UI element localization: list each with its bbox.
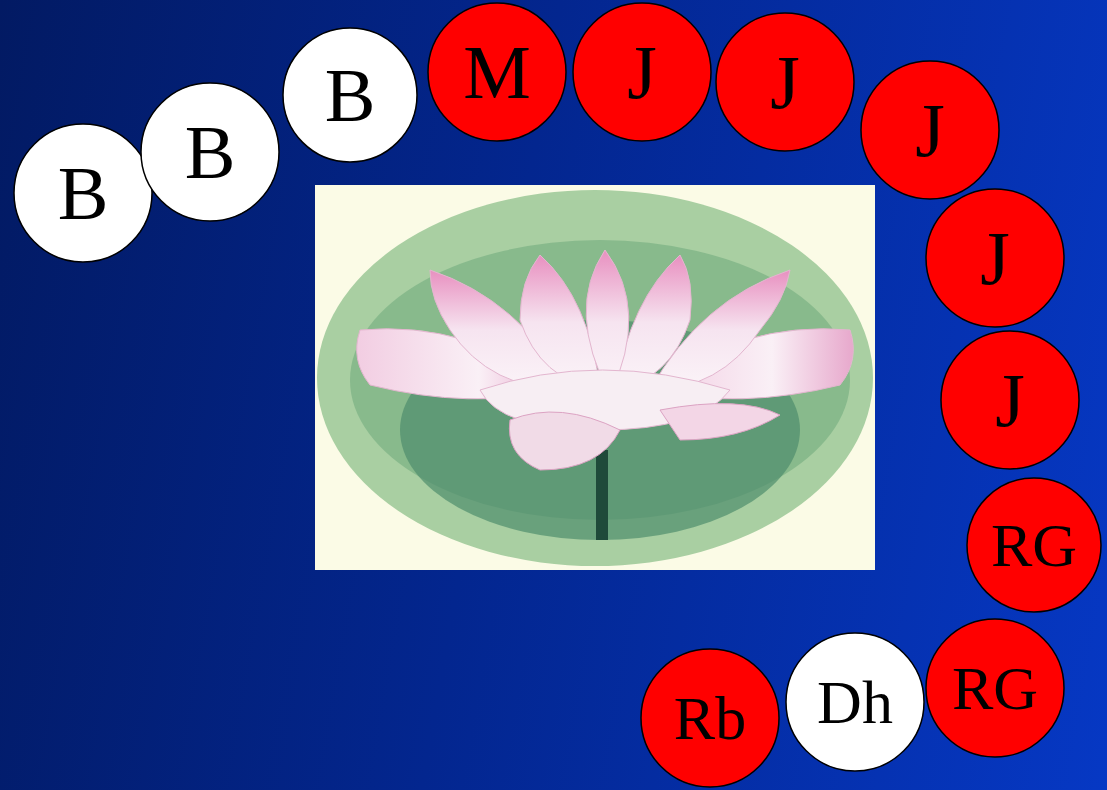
circle-shape [141, 83, 279, 221]
circle-shape [716, 13, 854, 151]
circle-letter: J [627, 34, 657, 110]
circle-text-holder: B [13, 123, 153, 263]
letter-circle: J [860, 60, 1000, 200]
letter-circle: J [572, 2, 712, 142]
circle-shape [967, 478, 1101, 612]
circle-shape [14, 124, 152, 262]
letter-circle: B [140, 82, 280, 222]
circle-text-holder: Rb [640, 648, 780, 788]
circle-text-holder: J [925, 188, 1065, 328]
circle-shape [428, 3, 566, 141]
circle-shape [926, 619, 1064, 757]
circle-letter: B [185, 114, 236, 190]
photo-frame [315, 185, 875, 570]
circle-letter: J [995, 362, 1025, 438]
circle-letter: J [980, 220, 1010, 296]
circle-shape [283, 28, 417, 162]
letter-circle: RG [925, 618, 1065, 758]
circle-text-holder: RG [966, 477, 1102, 613]
stem [596, 450, 608, 540]
circle-shape [641, 649, 779, 787]
circle-shape [941, 331, 1079, 469]
circle-letter: J [915, 92, 945, 168]
circle-text-holder: B [140, 82, 280, 222]
circle-text-holder: M [427, 2, 567, 142]
circle-letter: RG [952, 657, 1038, 719]
circle-shape [573, 3, 711, 141]
letter-circle: J [925, 188, 1065, 328]
circle-text-holder: Dh [785, 632, 925, 772]
circle-letter: B [325, 57, 376, 133]
letter-circle: B [282, 27, 418, 163]
letter-circle: J [715, 12, 855, 152]
circle-text-holder: B [282, 27, 418, 163]
circle-letter: Dh [817, 671, 893, 733]
circle-text-holder: J [572, 2, 712, 142]
circle-text-holder: RG [925, 618, 1065, 758]
circle-letter: J [770, 44, 800, 120]
letter-circle: B [13, 123, 153, 263]
letter-circle: J [940, 330, 1080, 470]
circle-shape [861, 61, 999, 199]
leaf-halo [317, 190, 873, 566]
circle-letter: Rb [674, 687, 746, 749]
circle-text-holder: J [940, 330, 1080, 470]
circle-text-holder: J [715, 12, 855, 152]
letter-circle: M [427, 2, 567, 142]
letter-circle: Dh [785, 632, 925, 772]
circle-shape [786, 633, 924, 771]
circle-letter: RG [991, 514, 1077, 576]
circle-letter: M [463, 34, 531, 110]
circle-shape [926, 189, 1064, 327]
lotus-flower [357, 250, 854, 470]
circle-text-holder: J [860, 60, 1000, 200]
letter-circle: RG [966, 477, 1102, 613]
letter-circle: Rb [640, 648, 780, 788]
circle-letter: B [58, 155, 109, 231]
